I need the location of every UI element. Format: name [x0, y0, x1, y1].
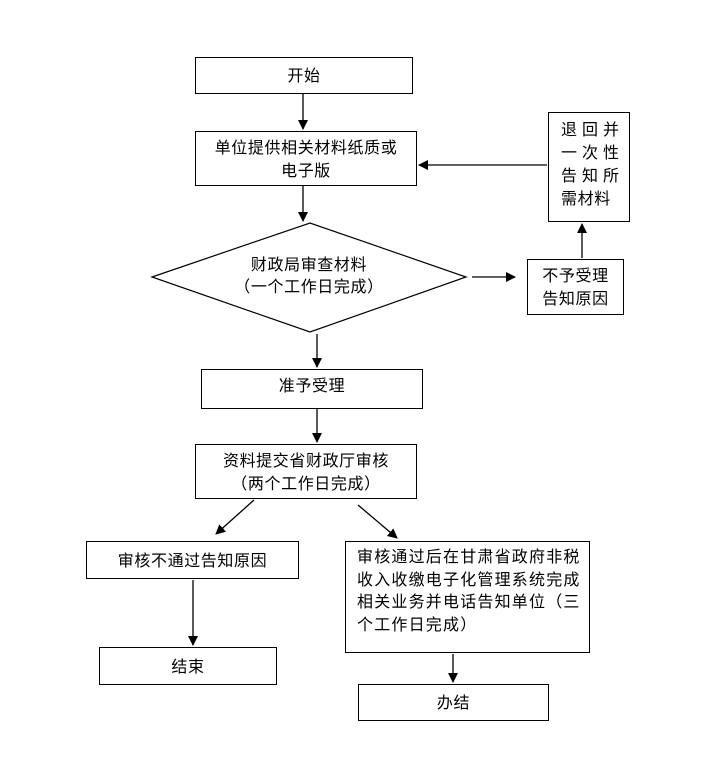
provide-materials-line-1: 单位提供相关材料纸质或	[214, 137, 398, 157]
done-node-label: 办结	[436, 693, 471, 712]
accept-node: 准予受理	[201, 369, 423, 409]
accept-node-label: 准予受理	[278, 376, 346, 395]
review-passed-line-1: 审核通过后在甘肃省政府非税	[357, 547, 581, 566]
review-failed-label: 审核不通过告知原因	[117, 550, 268, 570]
submit-review-line-2: （两个工作日完成）	[231, 473, 381, 493]
reject-node: 不予受理 告知原因	[527, 259, 624, 315]
end-node-label: 结束	[171, 656, 205, 676]
start-node-label: 开始	[287, 66, 321, 85]
review-passed-line-4: 个工作日完成）	[357, 614, 478, 634]
review-decision-label: 财政局审查材料 （一个工作日完成）	[152, 254, 466, 298]
review-passed-line-2: 收入收缴电子化管理系统完成	[357, 569, 581, 589]
return-materials-line-1: 退回并	[561, 120, 625, 139]
review-decision-diamond	[150, 222, 468, 333]
review-decision-line-1: 财政局审查材料	[250, 255, 368, 274]
provide-materials-line-2: 电子版	[281, 160, 331, 180]
reject-line-1: 不予受理	[542, 266, 609, 285]
review-passed-line-3: 相关业务并电话告知单位（三	[357, 592, 581, 611]
end-node: 结束	[99, 647, 277, 685]
submit-review-node: 资料提交省财政厅审核 （两个工作日完成）	[195, 444, 417, 499]
review-failed-node: 审核不通过告知原因	[86, 541, 299, 579]
return-materials-line-4: 需材料	[561, 189, 611, 208]
return-materials-node: 退回并 一次性 告知所 需材料	[548, 112, 630, 222]
arrow-submit-to-pass	[357, 504, 398, 539]
review-decision-line-2: （一个工作日完成）	[234, 277, 384, 296]
return-materials-line-3: 告知所	[561, 166, 625, 185]
submit-review-line-1: 资料提交省财政厅审核	[222, 450, 389, 470]
arrow-submit-to-fail	[215, 499, 255, 535]
reject-line-2: 告知原因	[542, 289, 609, 308]
provide-materials-node: 单位提供相关材料纸质或 电子版	[195, 131, 417, 186]
return-materials-line-2: 一次性	[561, 143, 625, 162]
done-node: 办结	[358, 684, 549, 721]
review-passed-node: 审核通过后在甘肃省政府非税 收入收缴电子化管理系统完成 相关业务并电话告知单位（…	[345, 541, 590, 653]
start-node: 开始	[195, 57, 413, 94]
